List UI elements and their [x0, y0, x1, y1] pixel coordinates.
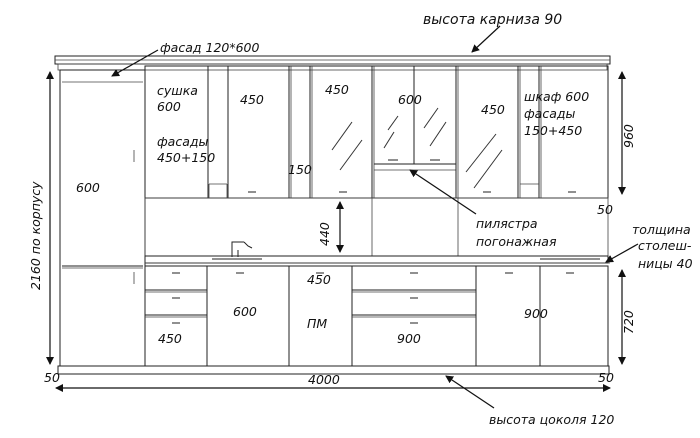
dryer-label-line2: 600: [157, 99, 181, 114]
right-50-top-label: 50: [597, 202, 613, 217]
gap-440-label: 440: [317, 222, 332, 246]
faucet: [212, 241, 262, 260]
total-height-label: 2160 по корпусу: [28, 181, 43, 290]
countertop-label-line3: ницы 40: [638, 256, 693, 271]
lower-450-pm-line2: ПМ: [307, 316, 327, 331]
facades-label-line2: 450+150: [157, 150, 215, 165]
dryer-label-line1: сушка: [157, 83, 198, 98]
facades-label-line1: фасады: [157, 134, 209, 149]
left-50-label: 50: [44, 370, 60, 385]
lower-900-b-label: 900: [524, 306, 548, 321]
tall-600-label: 600: [76, 180, 100, 195]
dimension-lines: [46, 25, 639, 409]
upper-450-c-label: 450: [481, 102, 505, 117]
pilaster-label-line1: пилястра: [476, 216, 538, 231]
upper-cabinets: [144, 65, 609, 199]
cabinet-label-line2: фасады: [524, 106, 576, 121]
lower-900-a-label: 900: [397, 331, 421, 346]
upper-600-label: 600: [398, 92, 422, 107]
cabinet-label-line1: шкаф 600: [524, 89, 589, 104]
plinth: [57, 365, 610, 375]
lower-600-label: 600: [233, 304, 257, 319]
upper-450-a-label: 450: [240, 92, 264, 107]
cornice: [54, 55, 611, 71]
right-50-bottom-label: 50: [598, 370, 614, 385]
height-960-label: 960: [621, 124, 636, 148]
pilaster-label-line2: погонажная: [476, 234, 557, 249]
plinth-height-label: высота цоколя 120: [489, 412, 614, 427]
countertop-label-line1: толщина: [632, 222, 691, 237]
tall-cabinet: [59, 69, 146, 367]
cabinet-label-line3: 150+450: [524, 123, 582, 138]
lower-450-pm-line1: 450: [307, 272, 331, 287]
countertop-label-line2: столеш-: [638, 238, 692, 253]
facade-label: фасад 120*600: [160, 40, 260, 55]
upper-150-label: 150: [288, 162, 312, 177]
total-width-label: 4000: [308, 372, 340, 387]
upper-450-b-label: 450: [325, 82, 349, 97]
cornice-height-label: высота карниза 90: [423, 12, 562, 28]
height-720-label: 720: [621, 310, 636, 334]
lower-450-label: 450: [158, 331, 182, 346]
